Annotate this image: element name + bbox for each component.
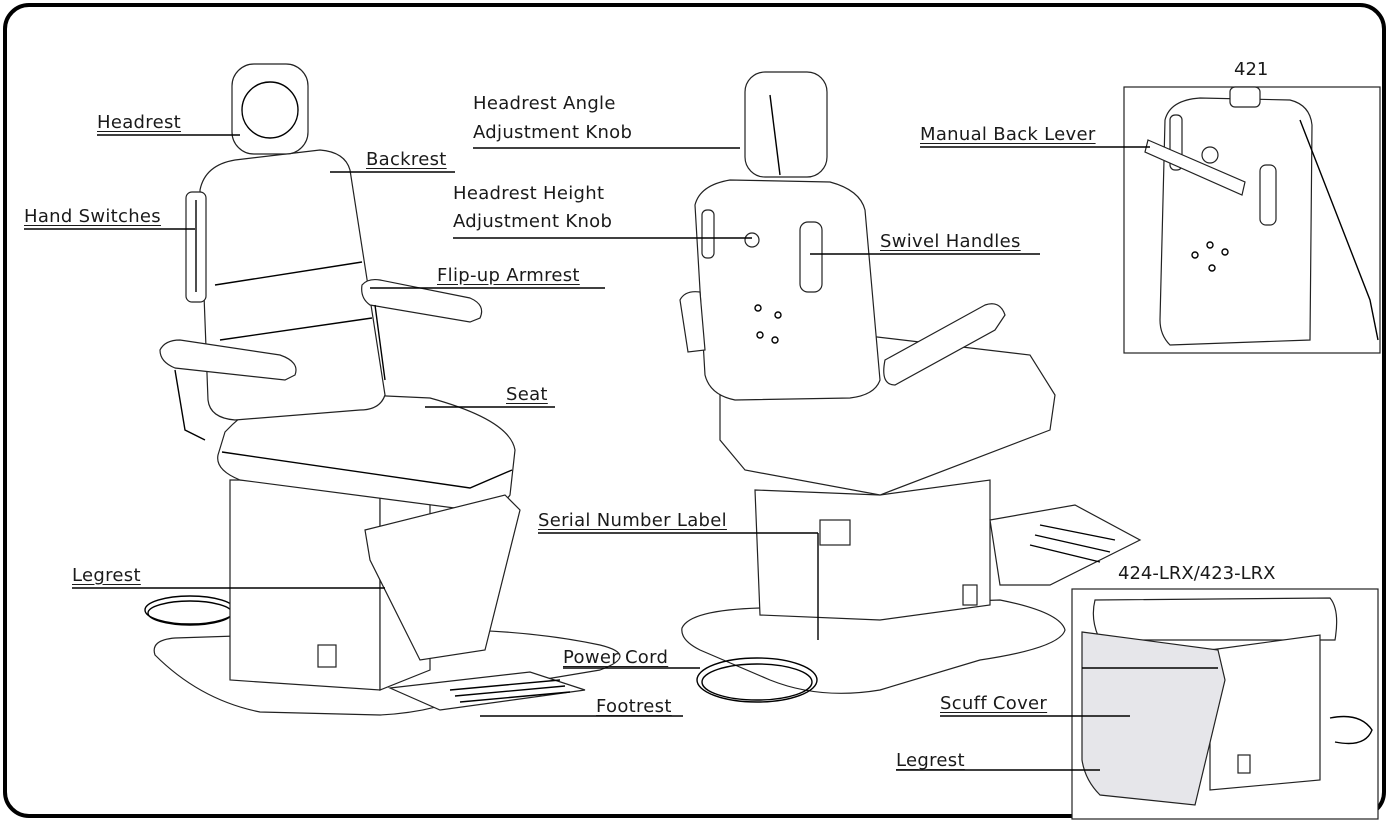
label-manual-back-lever: Manual Back Lever [920, 124, 1096, 145]
inset-title-421: 421 [1234, 59, 1269, 80]
label-headrest-angle-line1: Headrest Angle [473, 93, 616, 114]
label-footrest: Footrest [596, 696, 672, 717]
leader-lines [24, 134, 1150, 771]
inset-title-lrx: 424-LRX/423-LRX [1118, 563, 1276, 584]
label-power-cord: Power Cord [563, 647, 669, 668]
label-backrest: Backrest [366, 149, 447, 170]
label-legrest: Legrest [72, 565, 141, 586]
label-seat: Seat [506, 384, 548, 405]
label-headrest-height-line2: Adjustment Knob [453, 211, 613, 232]
inset-421 [1123, 86, 1381, 354]
label-headrest: Headrest [97, 112, 181, 133]
diagram-frame [3, 3, 1386, 818]
label-headrest-height-line1: Headrest Height [453, 183, 605, 204]
rear-chair-drawing [679, 71, 1142, 703]
label-serial-number-label: Serial Number Label [538, 510, 727, 531]
label-scuff-cover: Scuff Cover [940, 693, 1048, 714]
inset-lrx [1071, 588, 1379, 820]
label-legrest-inset: Legrest [896, 750, 965, 771]
front-chair-drawing [144, 63, 621, 716]
label-headrest-angle-line2: Adjustment Knob [473, 122, 633, 143]
label-swivel-handles: Swivel Handles [880, 231, 1021, 252]
label-flip-up-armrest: Flip-up Armrest [437, 265, 580, 286]
label-hand-switches: Hand Switches [24, 206, 161, 227]
